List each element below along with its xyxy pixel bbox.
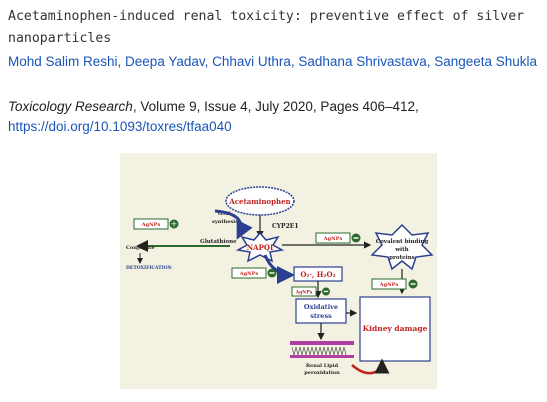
graphical-abstract: Acetaminophen CYP2E1 GSH synthesis AgNPs…: [120, 153, 437, 389]
article-title: Acetaminophen-induced renal toxicity: pr…: [8, 9, 525, 46]
citation: Toxicology Research, Volume 9, Issue 4, …: [8, 97, 543, 137]
conjugate-label: Conjugate: [126, 245, 155, 251]
gsh-label: GSH: [218, 211, 231, 217]
svg-text:AgNPs: AgNPs: [323, 236, 343, 242]
svg-text:AgNPs: AgNPs: [141, 222, 161, 228]
agnps-box-1: AgNPs +: [133, 218, 179, 230]
ros-box: O₂·, H₂O₂: [293, 266, 343, 282]
synthesis-label: synthesis: [212, 219, 238, 225]
covalent-binding-star: Covalent binding with proteins: [370, 223, 434, 271]
svg-text:with: with: [394, 247, 408, 253]
lipid-label-2: peroxidation: [304, 370, 340, 376]
citation-details: , Volume 9, Issue 4, July 2020, Pages 40…: [132, 99, 419, 114]
oxidative-stress-box: Oxidative stress: [295, 298, 347, 324]
doi-link[interactable]: https://doi.org/10.1093/toxres/tfaa040: [8, 119, 232, 134]
svg-text:Oxidative: Oxidative: [304, 303, 338, 311]
agnps-box-4: AgNPs: [231, 267, 277, 279]
agnps-box-3: AgNPs: [371, 278, 418, 290]
svg-text:proteins: proteins: [389, 255, 415, 261]
napqi-label: NAPQI: [247, 243, 273, 252]
journal-name: Toxicology Research: [8, 99, 133, 114]
cyp-label: CYP2E1: [272, 223, 299, 230]
svg-text:AgNPs: AgNPs: [295, 290, 313, 296]
kidney-damage-label: Kidney damage: [363, 324, 428, 333]
svg-text:AgNPs: AgNPs: [379, 282, 399, 288]
lipid-label-1: Renal Lipid: [306, 363, 339, 369]
glutathione-label: Glutathione: [200, 239, 237, 245]
article-authors[interactable]: Mohd Salim Reshi, Deepa Yadav, Chhavi Ut…: [8, 54, 538, 69]
svg-text:stress: stress: [310, 312, 332, 320]
kidney-damage-box: Kidney damage: [359, 296, 431, 362]
acetaminophen-cloud: Acetaminophen: [225, 186, 295, 216]
agnps-box-2: AgNPs: [315, 232, 361, 244]
napqi-star: NAPQI: [235, 231, 285, 263]
acetaminophen-label: Acetaminophen: [228, 197, 290, 206]
ros-label: O₂·, H₂O₂: [300, 270, 335, 279]
svg-text:Covalent binding: Covalent binding: [376, 239, 429, 245]
lipid-bilayer-graphic: [290, 341, 354, 358]
svg-text:AgNPs: AgNPs: [239, 271, 259, 277]
graphical-abstract-diagram: Acetaminophen CYP2E1 GSH synthesis AgNPs…: [126, 186, 434, 376]
detox-label: DETOXIFICATION: [126, 265, 172, 271]
svg-text:+: +: [171, 220, 178, 229]
agnps-box-5: AgNPs: [291, 286, 330, 297]
